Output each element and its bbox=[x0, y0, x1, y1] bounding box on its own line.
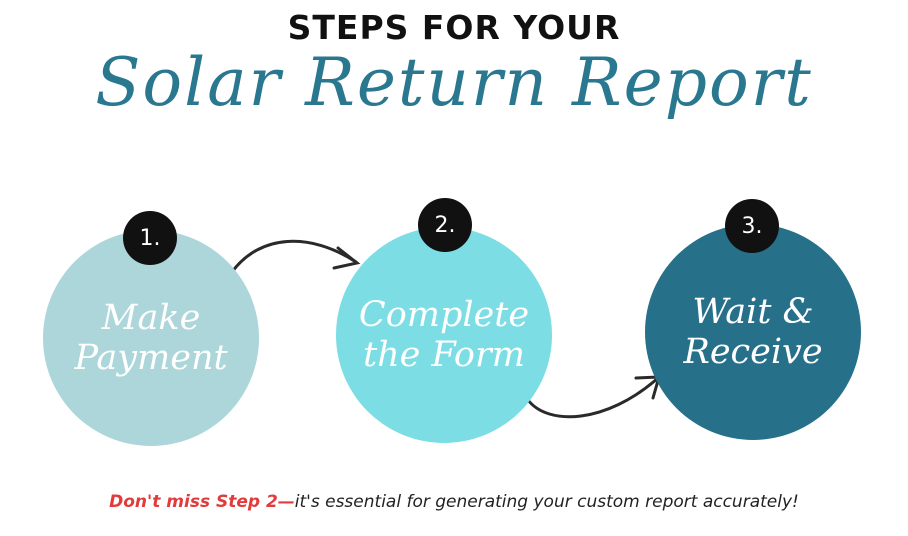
step-2-number: 2. bbox=[434, 212, 456, 238]
footer-text: it's essential for generating your custo… bbox=[294, 492, 799, 512]
page-subtitle-script: Solar Return Report bbox=[95, 44, 813, 121]
step-3-circle: Wait & Receive bbox=[645, 224, 861, 440]
step-1-label: Make Payment bbox=[74, 298, 228, 378]
step-1-circle: Make Payment bbox=[43, 230, 259, 446]
footer-note: Don't miss Step 2—it's essential for gen… bbox=[0, 492, 908, 512]
step-2-circle: Complete the Form bbox=[336, 227, 552, 443]
step-2-number-badge: 2. bbox=[418, 198, 472, 252]
step-3-number: 3. bbox=[741, 213, 763, 239]
step-3-label: Wait & Receive bbox=[683, 292, 823, 372]
arrow-step1-to-step2-icon bbox=[230, 239, 361, 274]
arrow-step2-to-step3-icon bbox=[526, 375, 662, 419]
step-1-number-badge: 1. bbox=[123, 211, 177, 265]
step-2-label: Complete the Form bbox=[358, 295, 530, 375]
step-1-number: 1. bbox=[139, 225, 161, 251]
step-3-number-badge: 3. bbox=[725, 199, 779, 253]
footer-highlight: Don't miss Step 2— bbox=[109, 492, 295, 512]
page-title: STEPS FOR YOUR bbox=[287, 8, 621, 47]
